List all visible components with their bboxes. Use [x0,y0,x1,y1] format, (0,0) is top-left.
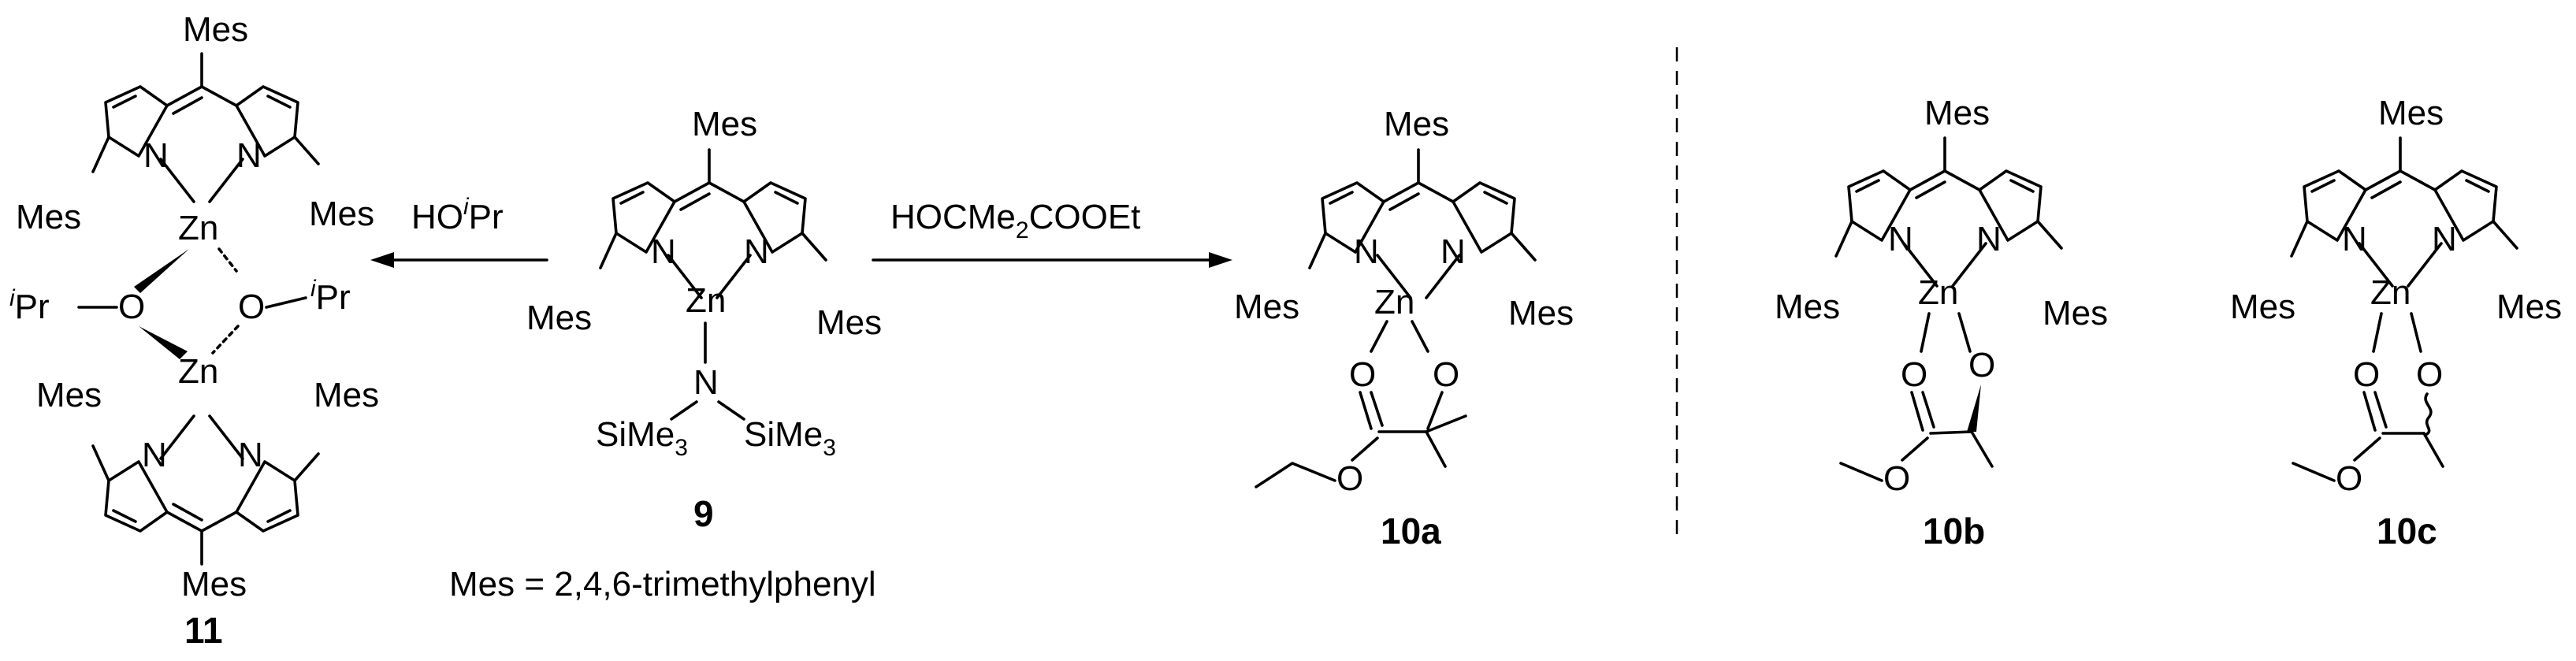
c10c-n-left: N [2342,220,2367,258]
c10a-o-alkoxide: O [1433,355,1459,394]
c9-simes-right: SiMe3 [744,415,836,461]
c10c-o-carbonyl: O [2353,355,2380,394]
c11-zn-bottom: Zn [178,352,218,391]
c10a-mes-right: Mes [1508,294,1574,332]
c10b-o-ester: O [1883,459,1910,498]
c10c-label: 10c [2377,511,2437,551]
c11-zn-top: Zn [178,209,218,247]
c10b-n-left: N [1888,220,1913,258]
compound-10c: Mes N N Zn Mes Mes O O O 10c [2230,94,2562,551]
c10a-o-ester: O [1336,459,1363,498]
c11-mes-ll: Mes [36,376,102,414]
c11-mes-bottom: Mes [181,565,247,603]
c9-n-right: N [744,232,769,271]
c10c-n-right: N [2432,220,2457,258]
c10a-o-carbonyl: O [1349,355,1376,394]
c10a-mes-left: Mes [1234,288,1299,326]
c10b-n-right: N [1976,220,2002,258]
c9-zn: Zn [686,281,726,320]
c9-mes-left: Mes [526,299,592,337]
c10b-o-alkoxide: O [1968,346,1995,384]
c11-n-tr: N [236,136,262,175]
c11-mes-top: Mes [183,10,248,49]
c9-n-amide: N [693,363,719,402]
c10b-label: 10b [1923,511,1985,551]
c10b-mes-top: Mes [1924,94,1990,132]
c11-mes-ur: Mes [309,195,374,233]
c11-mes-lr: Mes [314,376,379,414]
c10a-zn: Zn [1374,283,1414,321]
c10c-mes-right: Mes [2496,288,2562,326]
c10a-mes-top: Mes [1384,105,1449,143]
c10c-o-alkoxide: O [2416,355,2443,394]
c10b-o-carbonyl: O [1901,355,1927,394]
c9-mes-right: Mes [816,303,882,342]
c11-o-left: O [118,288,145,326]
c10c-zn: Zn [2370,273,2411,312]
c10a-n-left: N [1354,232,1379,271]
compound-9: Mes N N Zn Mes Mes N SiMe3 SiMe3 9 [526,105,882,534]
c10b-mes-right: Mes [2043,294,2108,332]
right-arrow: HOCMe2COOEt [872,198,1232,268]
compound-10b: Mes N N Zn Mes Mes O O O 10b [1775,94,2108,551]
c11-mes-ul: Mes [16,198,81,236]
c10a-n-right: N [1440,232,1466,271]
c11-n-tl: N [143,136,169,175]
c11-ipr-right: iPr [310,276,351,317]
c9-simes-left: SiMe3 [596,415,688,461]
c9-n-left: N [651,232,676,271]
c10a-label: 10a [1381,511,1441,551]
c10c-o-ester: O [2336,459,2362,498]
reagent-hoipr: HOiPr [411,194,504,236]
mes-footnote: Mes = 2,4,6-trimethylphenyl [449,565,876,603]
c10b-mes-left: Mes [1775,288,1840,326]
c10c-mes-left: Mes [2230,288,2295,326]
c11-n-br: N [238,436,263,474]
c11-n-bl: N [142,436,167,474]
c9-label: 9 [693,493,714,534]
c11-ipr-left: iPr [9,285,50,326]
compound-10a: Mes N N Zn Mes Mes O O O 10a [1234,105,1574,551]
compound-11: Mes N N Zn Mes Mes O O iPr iPr Zn N N Me… [9,10,379,651]
c11-label: 11 [184,610,223,651]
reagent-ester: HOCMe2COOEt [890,198,1140,243]
c11-o-right: O [238,288,265,326]
left-arrow: HOiPr [370,194,548,268]
c9-mes-top: Mes [692,105,757,143]
c10c-mes-top: Mes [2378,94,2444,132]
c10b-zn: Zn [1918,273,1958,312]
